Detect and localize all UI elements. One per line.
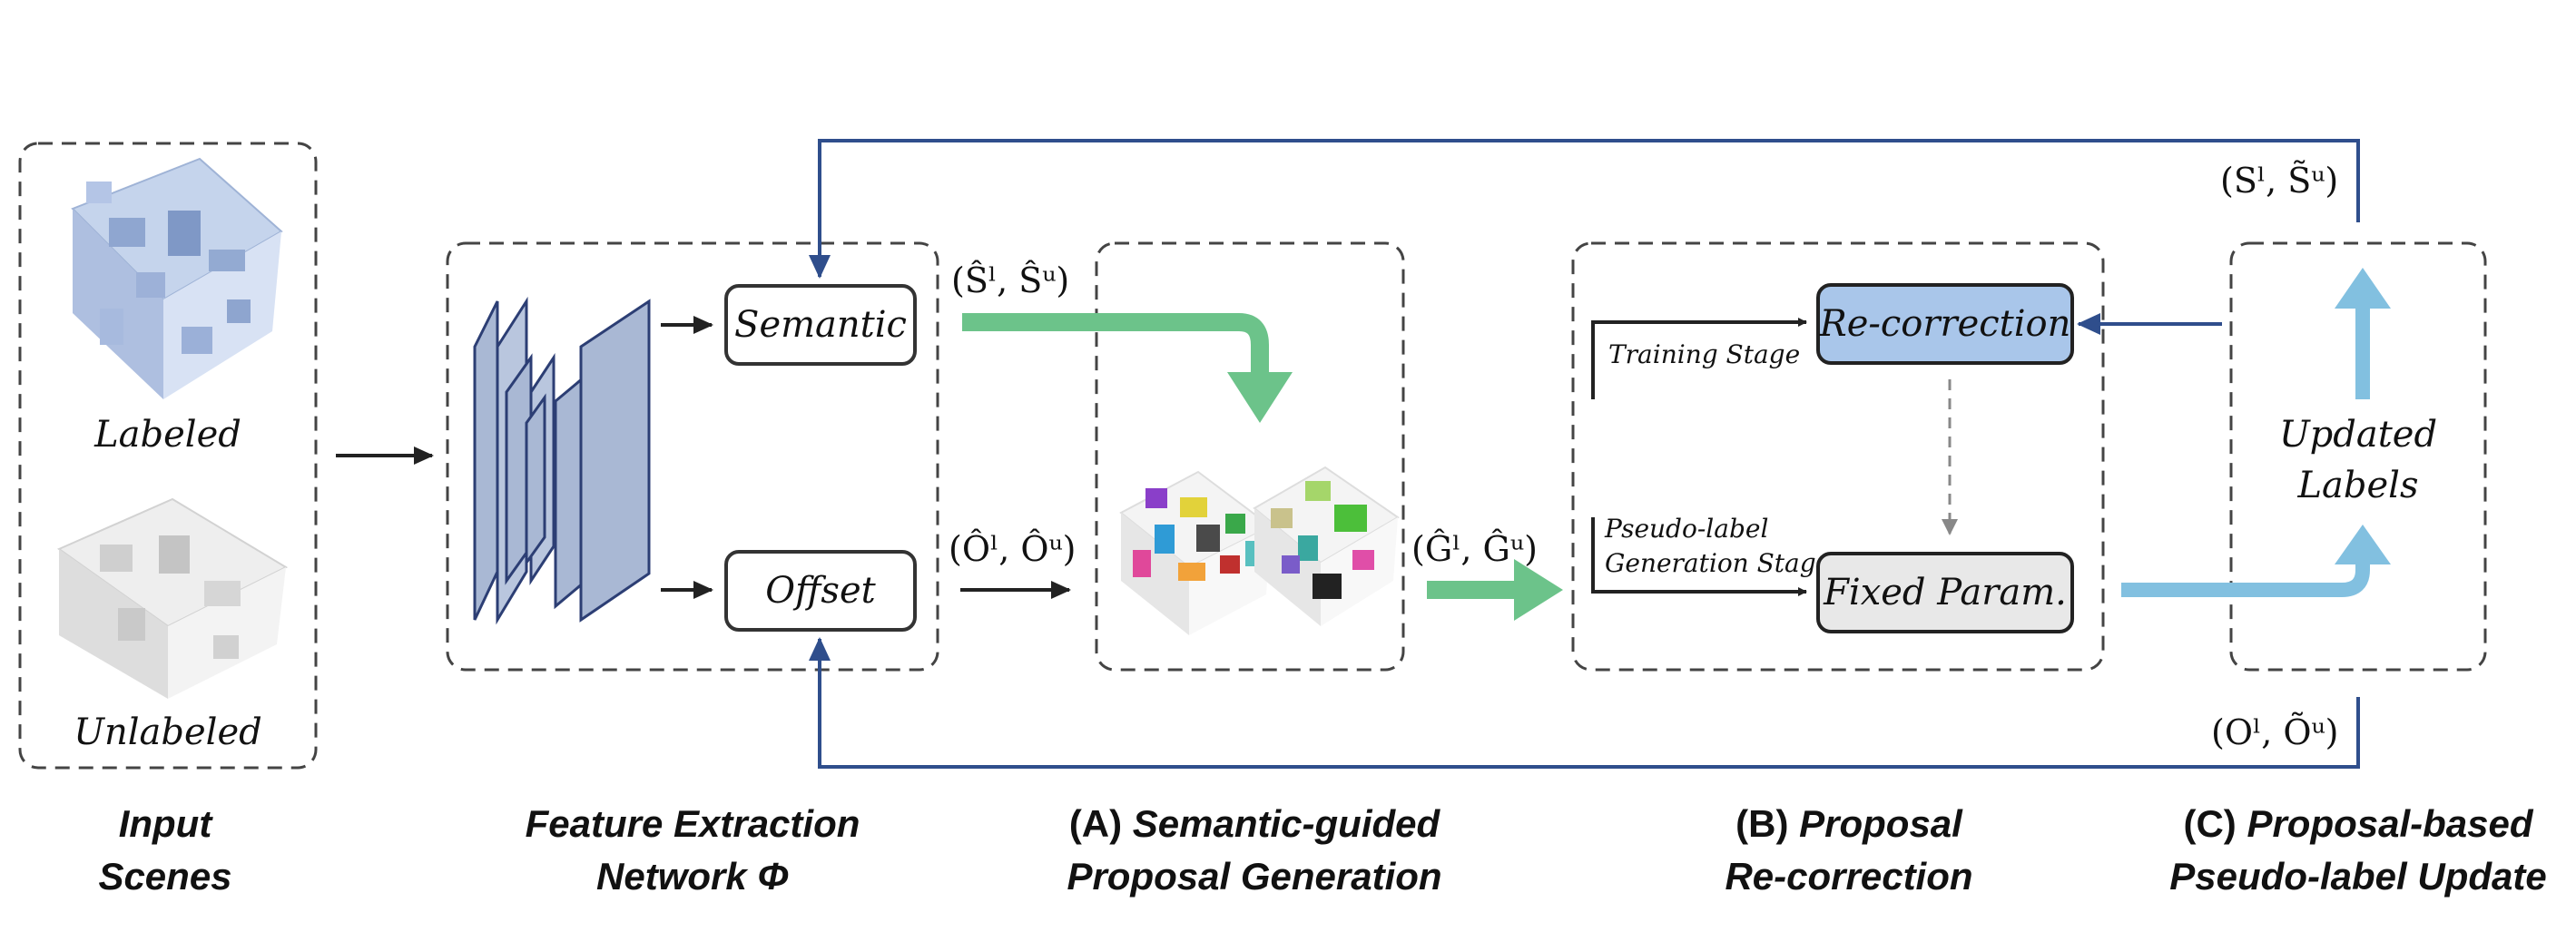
caption-c-title: Proposal-based — [2247, 802, 2533, 845]
updated-offset-symbol: (Oˡ, Õᵘ) — [2211, 712, 2339, 752]
caption-input-line1: Input — [119, 802, 214, 845]
semantic-prediction-symbol: (Ŝˡ, Ŝᵘ) — [951, 260, 1069, 300]
fixed-to-updated-arrow — [2121, 564, 2370, 597]
caption-a-title: Semantic-guided — [1133, 802, 1441, 845]
updated-labels-line2: Labels — [2296, 465, 2418, 506]
fixed-param-label: Fixed Param. — [1823, 572, 2067, 613]
caption-c-line2: Pseudo-label Update — [2169, 855, 2546, 898]
updated-up-arrowhead — [2335, 268, 2391, 309]
semantic-head-box — [724, 284, 917, 366]
caption-a-line1: (A) Semantic-guided — [1069, 802, 1441, 845]
fixed-param-box — [1816, 552, 2074, 633]
fixed-to-updated-arrowhead — [2335, 525, 2391, 564]
pseudo-label-stage-arrow — [1591, 517, 1807, 596]
input-scenes-box — [18, 142, 318, 770]
unlabeled-3d-scene-icon — [56, 497, 289, 699]
pseudo-label-stage-label-line1: Pseudo-label — [1604, 514, 1768, 544]
unlabeled-label: Unlabeled — [74, 711, 261, 753]
caption-b-line1: (B) Proposal — [1735, 802, 1963, 845]
offset-head-label: Offset — [765, 570, 876, 612]
proposal-to-recorrection-arrowhead — [1514, 559, 1563, 621]
offset-head-box — [724, 550, 917, 632]
caption-b-prefix: (B) — [1735, 802, 1799, 845]
caption-input-line2: Scenes — [98, 855, 231, 898]
feature-network-box — [446, 241, 939, 672]
labeled-label: Labeled — [93, 414, 241, 456]
training-stage-label: Training Stage — [1608, 339, 1800, 369]
caption-c-line1: (C) Proposal-based — [2183, 802, 2533, 845]
caption-feature-line2: Network Φ — [596, 855, 789, 898]
labeled-3d-scene-icon — [71, 157, 283, 399]
semantic-guidance-arrowhead — [1227, 372, 1293, 423]
offset-feedback-loop — [809, 637, 2360, 769]
updated-labels-line1: Updated — [2279, 414, 2437, 456]
semantic-feedback-loop — [809, 139, 2360, 279]
caption-b-title: Proposal — [1799, 802, 1963, 845]
recorrection-module-label: Re-correction — [1819, 303, 2071, 345]
label-update-box — [2229, 241, 2487, 672]
encoder-decoder-network-icon — [473, 296, 651, 625]
training-stage-arrow — [1591, 318, 1807, 399]
caption-a-line2: Proposal Generation — [1067, 855, 1441, 898]
caption-a-prefix: (A) — [1069, 802, 1133, 845]
caption-feature-line1: Feature Extraction — [526, 802, 860, 845]
instance-proposals-scene-icon — [1119, 466, 1400, 635]
caption-b-line2: Re-correction — [1725, 855, 1972, 898]
semantic-head-label: Semantic — [734, 304, 907, 346]
recorrection-box — [1571, 241, 2105, 672]
proposal-generation-box — [1095, 241, 1405, 672]
pseudo-label-stage-label-line2: Generation Stage — [1605, 548, 1831, 578]
offset-prediction-symbol: (Ôˡ, Ôᵘ) — [949, 529, 1077, 569]
semantic-guidance-arrow — [962, 313, 1269, 372]
recorrection-module-box — [1816, 283, 2074, 365]
updated-semantic-symbol: (Sˡ, S̃ᵘ) — [2220, 161, 2338, 201]
caption-c-prefix: (C) — [2183, 802, 2247, 845]
